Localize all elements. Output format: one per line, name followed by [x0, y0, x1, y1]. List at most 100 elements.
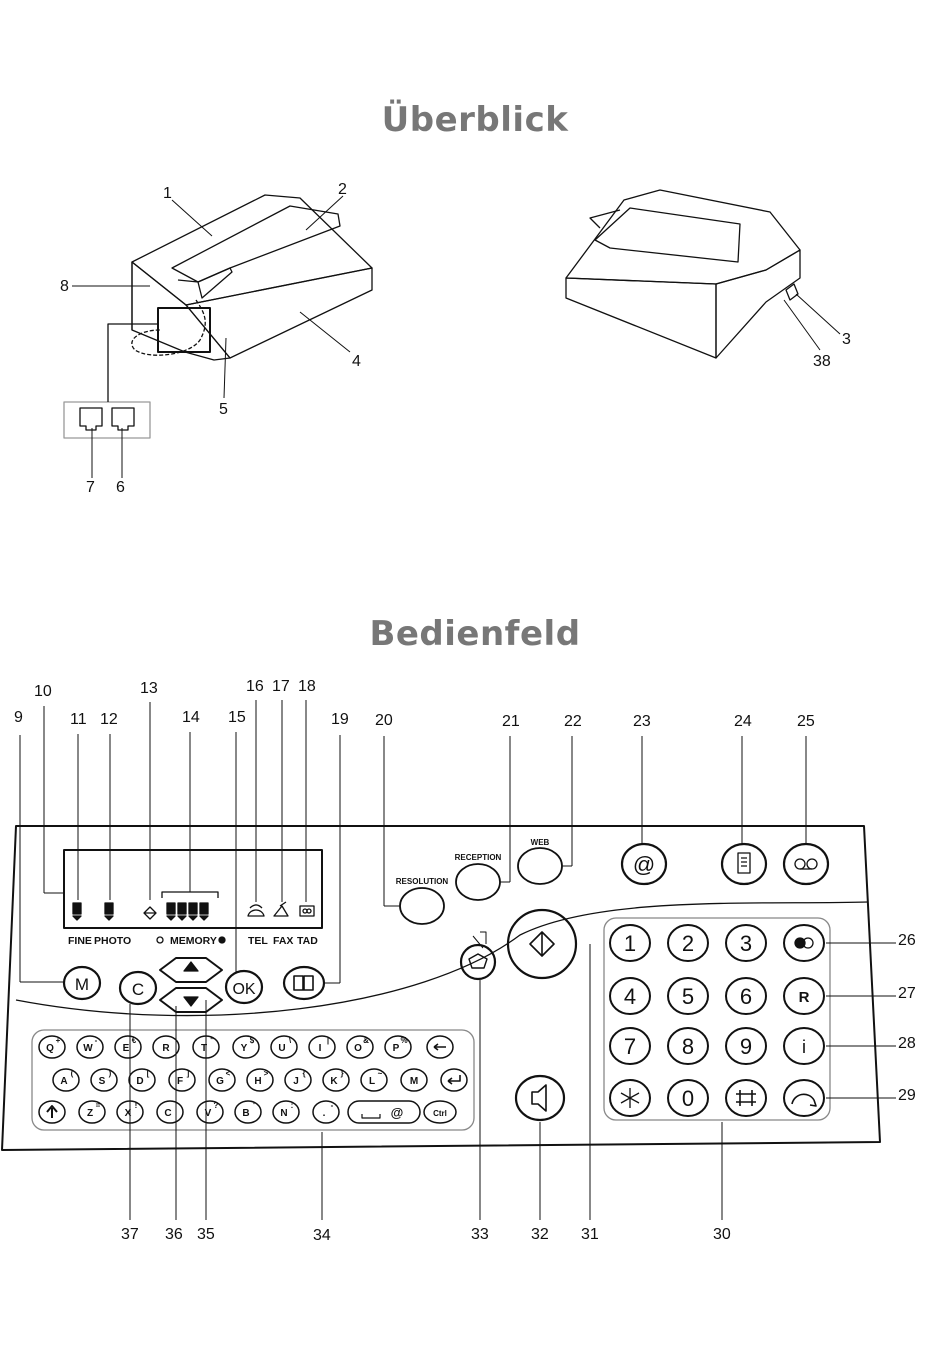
key-b[interactable]: B — [242, 1108, 249, 1119]
callout-16: 16 — [246, 678, 264, 695]
callout-37: 37 — [121, 1226, 139, 1243]
reception-button[interactable]: RECEPTION — [455, 853, 502, 862]
fax-back-view — [565, 189, 801, 359]
key-0[interactable]: 0 — [682, 1086, 694, 1111]
key-5[interactable]: 5 — [682, 984, 694, 1009]
email-button[interactable]: @ — [633, 852, 655, 877]
key-j[interactable]: J — [293, 1076, 299, 1087]
key-m[interactable]: M — [410, 1076, 418, 1087]
key-6[interactable]: 6 — [740, 984, 752, 1009]
info-button[interactable]: i — [802, 1037, 806, 1057]
lcd-icons — [72, 902, 209, 921]
key-dot[interactable]: . — [323, 1108, 326, 1119]
key-h-alt: > — [264, 1069, 269, 1078]
key-b-alt: ' — [253, 1101, 255, 1110]
numpad — [609, 924, 825, 1117]
label-tel: TEL — [248, 935, 268, 947]
panel-title: Bedienfeld — [369, 614, 581, 654]
key-dot-alt: - — [331, 1101, 334, 1110]
callout-14: 14 — [182, 709, 200, 726]
key-h[interactable]: H — [254, 1076, 261, 1087]
key-p-alt: % — [400, 1036, 407, 1045]
key-d[interactable]: D — [136, 1076, 143, 1087]
callout-28: 28 — [898, 1035, 916, 1052]
callout-19: 19 — [331, 711, 349, 728]
key-v[interactable]: V — [205, 1108, 212, 1119]
callout-9: 9 — [14, 709, 23, 726]
label-tad: TAD — [297, 935, 318, 947]
key-f[interactable]: F — [177, 1076, 183, 1087]
at-key[interactable]: @ — [391, 1105, 404, 1120]
callout-20: 20 — [375, 712, 393, 729]
key-j-alt: { — [302, 1069, 305, 1078]
callout-33: 33 — [471, 1226, 489, 1243]
key-1[interactable]: 1 — [624, 931, 636, 956]
label-memory: MEMORY — [170, 935, 217, 947]
callout-32: 32 — [531, 1226, 549, 1243]
key-2[interactable]: 2 — [682, 931, 694, 956]
key-e-alt: € — [132, 1036, 137, 1045]
ctrl-key[interactable]: Ctrl — [433, 1109, 447, 1118]
key-w[interactable]: W — [83, 1043, 93, 1054]
key-e[interactable]: E — [123, 1043, 130, 1054]
key-o[interactable]: O — [354, 1043, 362, 1054]
key-x[interactable]: X — [125, 1108, 132, 1119]
key-r[interactable]: R — [162, 1043, 170, 1054]
button-labels[interactable]: M C OK RESOLUTION RECEPTION WEB @ R i Ct… — [75, 838, 810, 1120]
key-3[interactable]: 3 — [740, 931, 752, 956]
key-g[interactable]: G — [216, 1076, 224, 1087]
key-y[interactable]: Y — [241, 1043, 248, 1054]
panel-callouts: 9 10 11 12 13 14 15 16 17 18 19 20 21 22… — [14, 678, 916, 1244]
key-k[interactable]: K — [330, 1076, 338, 1087]
fax-front-view — [63, 194, 373, 439]
callout-12: 12 — [100, 711, 118, 728]
m-button[interactable]: M — [75, 975, 89, 994]
key-7[interactable]: 7 — [624, 1034, 636, 1059]
callout-4: 4 — [352, 353, 361, 370]
keyboard-letters[interactable]: Q+ W- E€ R T" Y$ U\ I| O& P% A( S) D[ F]… — [46, 1036, 418, 1119]
key-9[interactable]: 9 — [740, 1034, 752, 1059]
callout-11: 11 — [70, 711, 87, 728]
numpad-digits[interactable]: 1 2 3 4 5 6 7 8 9 0 — [624, 931, 752, 1111]
key-l[interactable]: L — [369, 1076, 375, 1087]
callout-2: 2 — [338, 181, 347, 198]
resolution-button[interactable]: RESOLUTION — [396, 877, 449, 886]
lcd-labels: FINE PHOTO MEMORY TEL FAX TAD — [68, 935, 318, 947]
key-a[interactable]: A — [60, 1076, 67, 1087]
key-y-alt: $ — [250, 1036, 255, 1045]
key-l-alt: ~ — [378, 1069, 383, 1078]
callout-22: 22 — [564, 713, 582, 730]
key-c[interactable]: C — [164, 1108, 171, 1119]
callout-38: 38 — [813, 353, 831, 370]
callout-29: 29 — [898, 1087, 916, 1104]
c-button[interactable]: C — [132, 980, 144, 999]
callout-23: 23 — [633, 713, 651, 730]
callout-3: 3 — [842, 331, 851, 348]
key-n[interactable]: N — [280, 1108, 287, 1119]
key-g-alt: < — [226, 1069, 231, 1078]
redial-r-button[interactable]: R — [799, 989, 810, 1006]
callout-8: 8 — [60, 278, 69, 295]
callout-34: 34 — [313, 1227, 331, 1244]
key-d-alt: [ — [147, 1069, 150, 1078]
key-8[interactable]: 8 — [682, 1034, 694, 1059]
web-button[interactable]: WEB — [531, 838, 550, 847]
key-u[interactable]: U — [278, 1043, 285, 1054]
ok-button[interactable]: OK — [232, 981, 255, 998]
key-q[interactable]: Q — [46, 1043, 54, 1054]
key-k-alt: } — [340, 1069, 343, 1078]
key-p[interactable]: P — [393, 1043, 400, 1054]
key-t[interactable]: T — [201, 1043, 207, 1054]
key-z[interactable]: Z — [87, 1108, 93, 1119]
callout-25: 25 — [797, 713, 815, 730]
key-t-alt: " — [210, 1036, 214, 1045]
callout-21: 21 — [502, 713, 520, 730]
key-o-alt: & — [363, 1036, 369, 1045]
keyboard — [38, 1035, 468, 1124]
key-i[interactable]: I — [319, 1043, 322, 1054]
key-4[interactable]: 4 — [624, 984, 636, 1009]
key-s[interactable]: S — [99, 1076, 106, 1087]
key-q-alt: + — [56, 1036, 61, 1045]
callout-30: 30 — [713, 1226, 731, 1243]
